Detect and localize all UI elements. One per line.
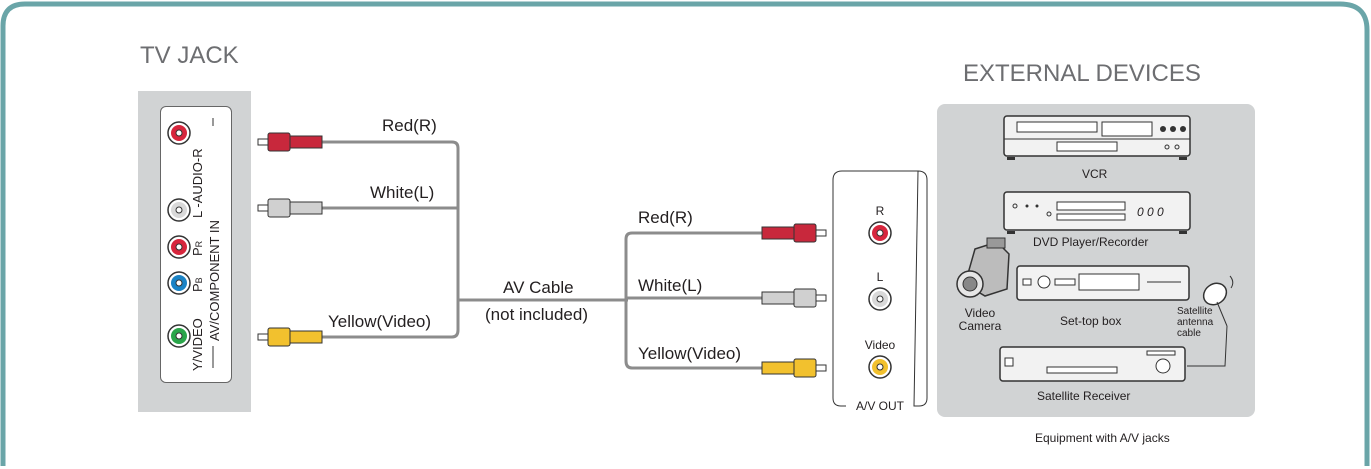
right-label-red: Red(R) — [638, 208, 693, 227]
label-y-video: Y/VIDEO — [190, 318, 205, 371]
tv-jacks-svg: L -AUDIO-R PR PB Y/VIDEO AV/COMPONENT IN — [167, 118, 222, 371]
av-out-l-label: L — [877, 270, 884, 284]
plug-right-yellow — [761, 358, 827, 378]
plug-left-white — [257, 198, 323, 218]
jack-y-video[interactable] — [167, 324, 191, 348]
satellite-receiver-icon — [999, 346, 1186, 382]
jack-audio-r[interactable] — [167, 121, 191, 145]
av-out-panel: R L Video A/V OUT — [832, 170, 928, 413]
av-cable-name: AV Cable — [503, 278, 574, 297]
av-out-title: A/V OUT — [856, 399, 905, 413]
jack-pb[interactable] — [167, 271, 191, 295]
devices-svg: 0 0 0 — [956, 115, 1234, 382]
equipment-caption: Equipment with A/V jacks — [1035, 431, 1170, 445]
av-out-jack-l[interactable] — [868, 287, 892, 311]
plug-left-yellow — [257, 327, 323, 347]
vcr-icon — [1003, 115, 1191, 160]
tv-jack-board — [160, 106, 232, 383]
vcr-label: VCR — [1082, 167, 1108, 181]
jack-pr[interactable] — [167, 235, 191, 259]
satellite-receiver-label: Satellite Receiver — [1037, 389, 1131, 403]
left-cable-wires — [322, 140, 628, 339]
plug-right-red — [761, 223, 827, 243]
satellite-antenna-label: Satellite antenna cable — [1177, 306, 1214, 339]
plug-left-red — [257, 132, 323, 152]
dvd-player-icon: 0 0 0 — [1003, 191, 1191, 234]
jack-audio-l[interactable] — [167, 198, 191, 222]
tv-jack-title: TV JACK — [140, 42, 239, 69]
av-out-r-label: R — [876, 204, 885, 218]
dvd-label: DVD Player/Recorder — [1033, 235, 1149, 249]
label-av-component-in: AV/COMPONENT IN — [207, 220, 222, 341]
av-out-video-label: Video — [865, 338, 896, 352]
set-top-box-label: Set-top box — [1060, 314, 1122, 328]
right-label-yellow: Yellow(Video) — [638, 344, 742, 363]
external-devices-title: EXTERNAL DEVICES — [963, 60, 1201, 87]
av-out-jack-r[interactable] — [868, 221, 892, 245]
video-camera-icon — [956, 237, 1010, 298]
left-label-yellow: Yellow(Video) — [328, 312, 432, 331]
left-label-red: Red(R) — [382, 116, 437, 135]
right-cable-wires — [624, 231, 762, 370]
svg-text:0 0 0: 0 0 0 — [1137, 205, 1164, 219]
label-pb: PB — [190, 277, 205, 292]
satellite-antenna-icon — [1187, 275, 1234, 367]
label-audio: L -AUDIO-R — [190, 148, 205, 218]
plug-right-white — [761, 288, 827, 308]
video-camera-label: Video Camera — [958, 306, 1002, 333]
label-pr: PR — [190, 240, 205, 256]
left-label-white: White(L) — [370, 183, 435, 202]
set-top-box-icon — [1016, 265, 1190, 301]
av-out-jack-video[interactable] — [868, 355, 892, 379]
right-label-white: White(L) — [638, 276, 703, 295]
av-cable-note: (not included) — [485, 305, 589, 324]
